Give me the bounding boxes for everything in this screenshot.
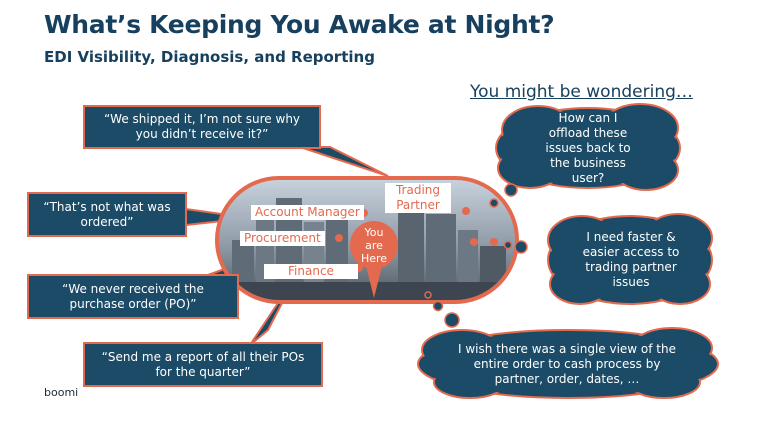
speech-bubble-not-ordered: “That’s not what was ordered” — [27, 192, 187, 237]
thought-text-offload: How can I offload these issues back to t… — [545, 111, 631, 185]
dot-procurement — [335, 234, 343, 242]
you-are-here-pointer — [366, 266, 382, 298]
thought-dots — [424, 183, 528, 328]
speech-text-shipped: “We shipped it, I’m not sure why you did… — [103, 112, 301, 141]
speech-bubble-no-po: “We never received the purchase order (P… — [27, 274, 239, 319]
dot-trading-partner — [462, 207, 470, 215]
thought-cloud-2 — [547, 213, 713, 305]
label-finance: Finance — [264, 264, 358, 279]
speech-bubble-shipped: “We shipped it, I’m not sure why you did… — [83, 105, 321, 149]
speech-tail-1 — [299, 146, 389, 177]
page-subtitle: EDI Visibility, Diagnosis, and Reporting — [44, 48, 375, 66]
thought-text-faster-access: I need faster & easier access to trading… — [582, 230, 680, 289]
dot-right-2 — [490, 238, 498, 246]
speech-text-report: “Send me a report of all their POs for t… — [101, 349, 305, 379]
you-are-here-marker: You are Here — [350, 221, 398, 269]
speech-text-not-ordered: “That’s not what was ordered” — [43, 199, 171, 229]
page-title: What’s Keeping You Awake at Night? — [44, 10, 555, 39]
label-procurement: Procurement — [240, 231, 325, 246]
you-are-here-text: You are Here — [360, 225, 388, 265]
boomi-logo: boomi — [44, 386, 79, 399]
dot-right-1 — [470, 238, 478, 246]
thought-text-single-view: I wish there was a single view of the en… — [458, 341, 676, 386]
wondering-heading: You might be wondering… — [470, 82, 693, 102]
label-trading-partner: Trading Partner — [385, 183, 451, 213]
thought-cloud-1 — [495, 103, 681, 191]
label-account-manager: Account Manager — [251, 205, 364, 220]
thought-cloud-3 — [417, 327, 719, 399]
speech-bubble-report: “Send me a report of all their POs for t… — [83, 342, 323, 387]
speech-text-no-po: “We never received the purchase order (P… — [62, 281, 204, 311]
